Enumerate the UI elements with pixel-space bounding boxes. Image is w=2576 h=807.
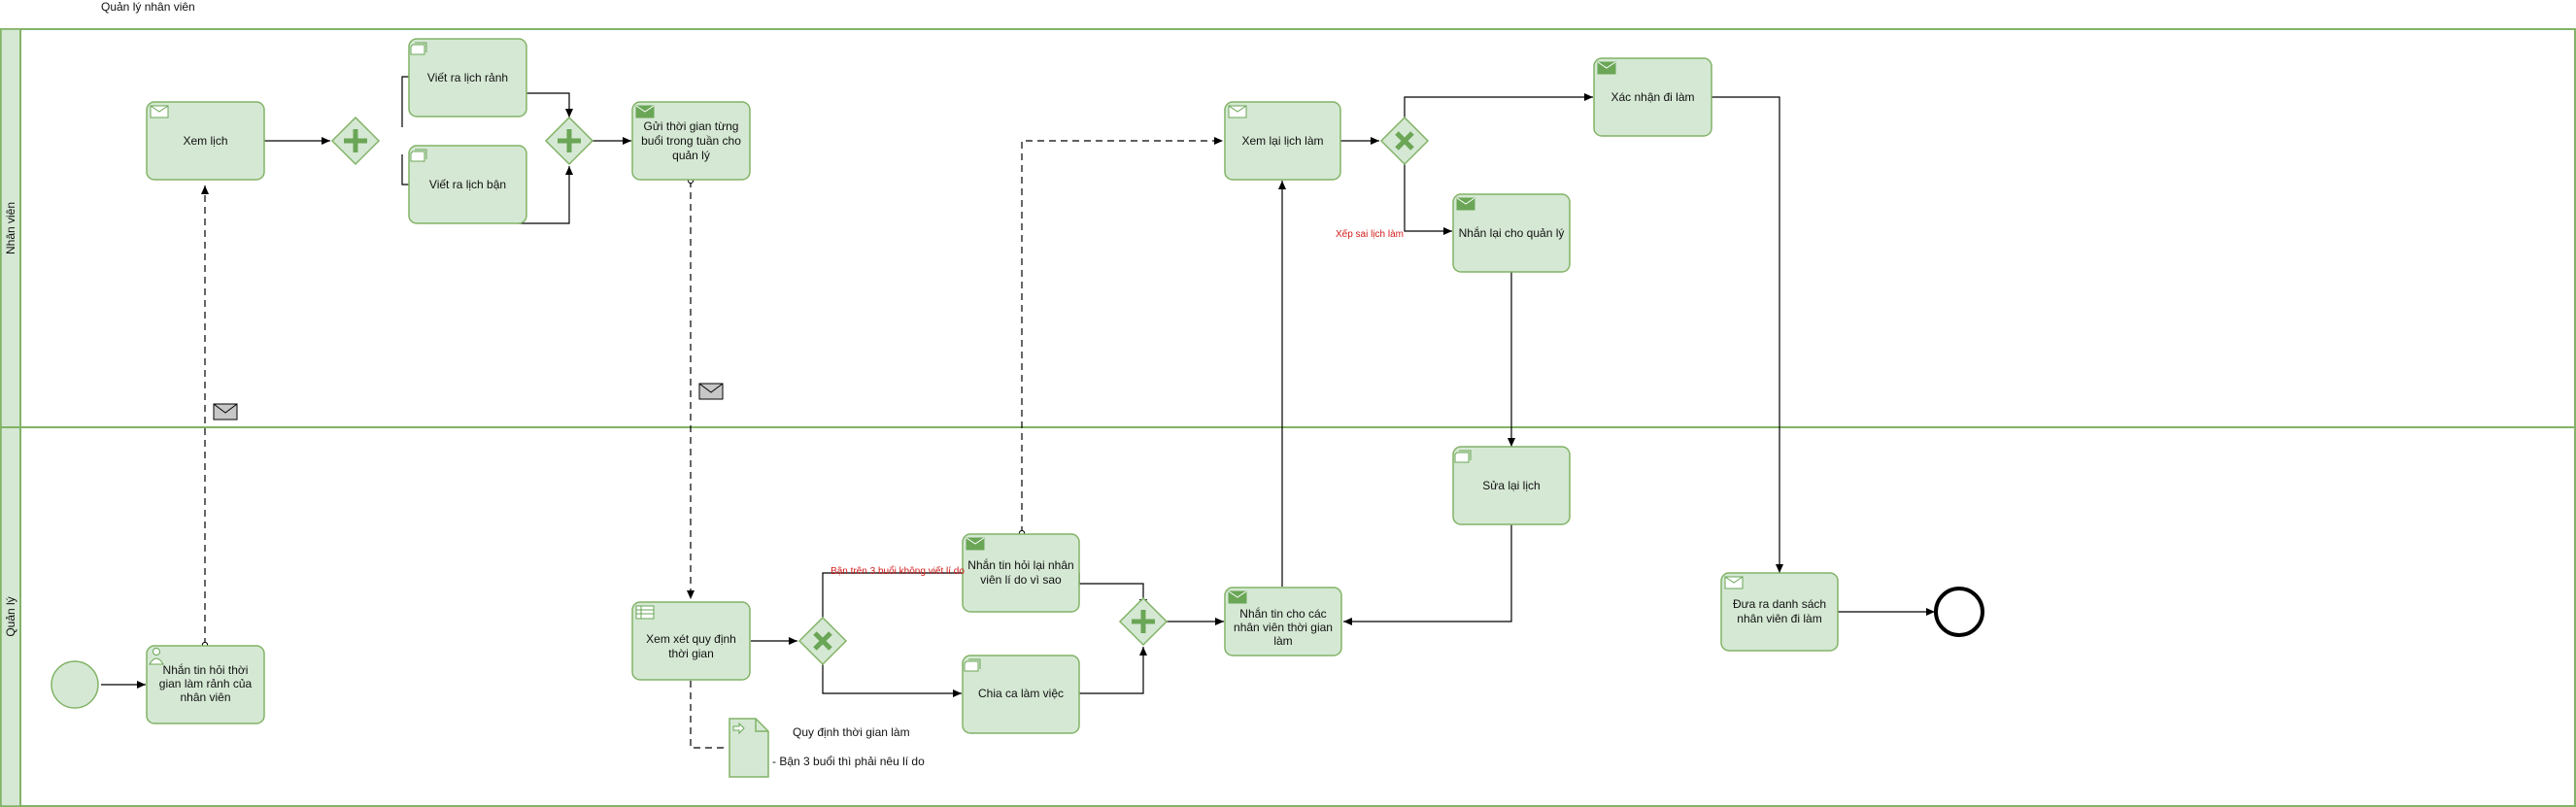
task-label-line-1: Nhắn tin hỏi lại nhân [967,557,1073,572]
receive-message-icon [150,105,169,118]
script-icon [410,149,427,162]
lane-label-nhan-vien: Nhân viên [4,202,17,254]
parallel-gateway-split[interactable] [330,116,381,166]
task-dua-ra-danh-sach[interactable]: Đưa ra danh sách nhân viên đi làm [1720,572,1839,652]
task-label: Xác nhận đi làm [1610,90,1694,104]
script-icon [410,42,427,55]
task-label-line-2: thời gian [668,647,714,660]
input-arrow-icon [732,722,745,735]
sequence-flows [101,73,1935,697]
send-message-icon [1597,61,1616,75]
condition-label-xep-sai: Xếp sai lịch làm [1336,228,1404,240]
task-nhan-tin-hoi-lai-nhan-vien[interactable]: Nhắn tin hỏi lại nhân viên lí do vì sao [962,533,1080,613]
data-object-text: - Bận 3 buổi thì phải nêu lí do [772,755,925,768]
data-object-name: Quy định thời gian làm [793,725,910,739]
task-label: Viết ra lịch rảnh [427,71,508,84]
task-label: Viết ra lịch bận [429,178,506,191]
script-icon [964,658,981,672]
task-nhan-lai-cho-quan-ly[interactable]: Nhắn lại cho quản lý [1452,193,1571,273]
receive-message-icon [1228,105,1247,118]
task-label-line-1: Nhắn tin hỏi thời [163,662,249,677]
condition-label-ban-tren-3: Bận trên 3 buổi không viết lí do [830,565,965,577]
task-nhan-tin-hoi-thoi-gian[interactable]: Nhắn tin hỏi thời gian làm rảnh của nhân… [146,645,265,724]
task-label: Chia ca làm việc [978,687,1064,700]
task-label-line-2: nhân viên thời gian [1234,621,1333,634]
task-label-line-1: Nhắn tin cho các [1239,606,1326,621]
receive-message-icon [1724,576,1744,589]
lane-label-quan-ly: Quản lý [4,596,17,636]
business-rule-icon [635,605,655,620]
task-label: Xem lịch [183,134,227,148]
send-message-icon [1456,197,1475,211]
send-message-icon [1228,590,1247,604]
task-label: Nhắn lại cho quản lý [1459,225,1565,240]
task-viet-ra-lich-ban[interactable]: Viết ra lịch bận [408,145,527,224]
task-gui-thoi-gian[interactable]: Gửi thời gian từng buổi trong tuần cho q… [631,101,751,181]
user-icon [149,648,164,665]
task-label: Sửa lại lịch [1482,479,1540,492]
task-label-line-1: Gửi thời gian từng [644,119,739,133]
task-label-line-1: Đưa ra danh sách [1733,597,1826,611]
task-viet-ra-lich-ranh[interactable]: Viết ra lịch rảnh [408,38,527,118]
task-label-line-2: viên lí do vì sao [980,573,1062,587]
task-xem-lich[interactable]: Xem lịch [146,101,265,181]
task-label-line-3: nhân viên [180,690,230,704]
task-label: Xem lại lịch làm [1241,134,1323,148]
data-object-quy-dinh[interactable] [729,718,769,778]
message-envelope-icon [213,403,238,420]
task-label-line-2: nhân viên đi làm [1737,612,1821,625]
task-xac-nhan-di-lam[interactable]: Xác nhận đi làm [1593,57,1712,137]
message-flows [201,137,1223,749]
parallel-gateway-join[interactable] [544,116,594,166]
parallel-gateway-merge[interactable] [1118,596,1169,647]
task-sua-lai-lich[interactable]: Sửa lại lịch [1452,446,1571,525]
task-label-line-2: buổi trong tuần cho [641,134,741,148]
exclusive-gateway-review[interactable] [797,616,848,666]
task-xem-lai-lich-lam[interactable]: Xem lại lịch làm [1224,101,1341,181]
task-chia-ca-lam-viec[interactable]: Chia ca làm việc [962,655,1080,734]
task-nhan-tin-cho-cac-nhan-vien[interactable]: Nhắn tin cho các nhân viên thời gian làm [1224,587,1342,656]
send-message-icon [966,537,985,551]
message-envelope-icon [698,383,724,400]
task-label-line-2: gian làm rảnh của [159,677,253,690]
script-icon [1454,450,1472,463]
exclusive-gateway-confirm[interactable] [1379,116,1430,166]
pool-title: Quản lý nhân viên [101,0,195,14]
task-xem-xet-quy-dinh[interactable]: Xem xét quy định thời gian [631,601,751,681]
end-event[interactable] [1934,587,1984,637]
start-event[interactable] [51,660,99,709]
send-message-icon [635,105,655,118]
task-label-line-1: Xem xét quy định [646,632,736,646]
task-label-line-3: làm [1273,634,1292,648]
task-label-line-3: quản lý [672,149,710,162]
